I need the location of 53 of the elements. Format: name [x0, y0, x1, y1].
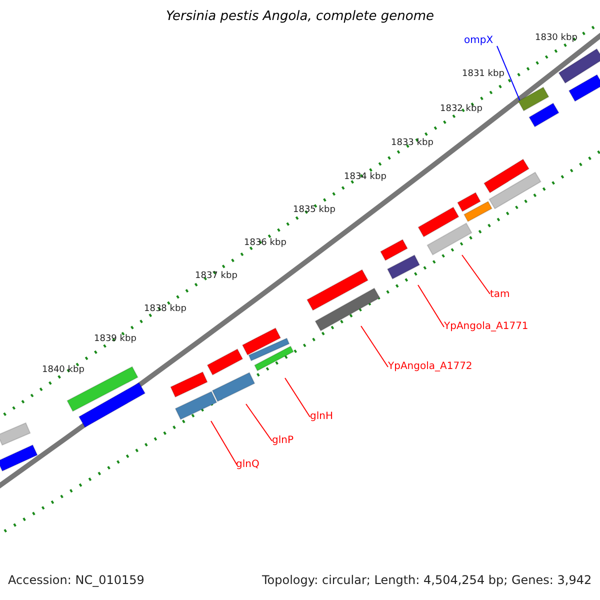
- gene-label: glnP: [272, 435, 294, 446]
- gene-bar: [418, 206, 460, 238]
- map-title: Yersinia pestis Angola, complete genome: [165, 10, 435, 24]
- gene-label: glnQ: [236, 459, 260, 470]
- leader-line: [496, 46, 520, 102]
- gene-label: YpAngola_A1771: [444, 321, 528, 332]
- gene-bar: [558, 48, 600, 84]
- leader-line: [246, 404, 272, 442]
- gene-bar: [386, 254, 420, 280]
- tick-label: 1836 kbp: [244, 239, 286, 249]
- tick-label: 1840 kbp: [42, 366, 84, 376]
- gene-bar: [568, 74, 600, 102]
- tick-label: 1832 kbp: [440, 105, 482, 115]
- gene-bar: [380, 238, 408, 262]
- gene-bar: [306, 269, 369, 311]
- gene-bar: [78, 382, 146, 428]
- leader-line: [462, 254, 490, 294]
- gene-bar: [0, 444, 38, 472]
- gene-bar: [170, 371, 208, 398]
- gene-label: tam: [490, 289, 510, 300]
- leader-line: [210, 420, 238, 466]
- gene-bar: [242, 327, 282, 356]
- gene-bar: [426, 222, 472, 256]
- gene-bar: [528, 102, 560, 128]
- tick-label: 1833 kbp: [391, 139, 434, 149]
- tick-label: 1834 kbp: [344, 173, 386, 183]
- tick-label: 1830 kbp: [535, 34, 578, 44]
- gene-bar: [488, 172, 542, 210]
- leader-line: [360, 326, 388, 368]
- gene-label: glnH: [310, 411, 333, 422]
- tick-label: 1839 kbp: [94, 335, 136, 345]
- gene-bar: [254, 346, 294, 372]
- leader-line: [418, 284, 444, 328]
- tick-label: 1831 kbp: [462, 70, 504, 80]
- tick-label: 1838 kbp: [144, 305, 186, 315]
- footer-text: Topology: circular; Length: 4,504,254 bp; Genes: 3,942: [262, 574, 592, 588]
- gene-bar: [248, 338, 290, 362]
- tick-label: 1837 kbp: [195, 272, 238, 282]
- leader-line: [284, 378, 310, 418]
- gene-bar: [212, 372, 256, 402]
- gene-bar: [206, 348, 244, 376]
- gene-bar: [483, 158, 530, 194]
- gene-bar: [463, 200, 493, 222]
- footer-text: Accession: NC_010159: [8, 574, 144, 588]
- gene-bar: [518, 86, 550, 112]
- gene-bar: [66, 366, 138, 412]
- gene-label: YpAngola_A1772: [388, 361, 472, 372]
- gene-label: ompX: [464, 35, 494, 46]
- gene-bar: [456, 192, 482, 212]
- gene-bar: [0, 422, 31, 446]
- gene-bar: [174, 390, 218, 420]
- gene-bar: [314, 288, 380, 332]
- tick-label: 1835 kbp: [293, 206, 336, 216]
